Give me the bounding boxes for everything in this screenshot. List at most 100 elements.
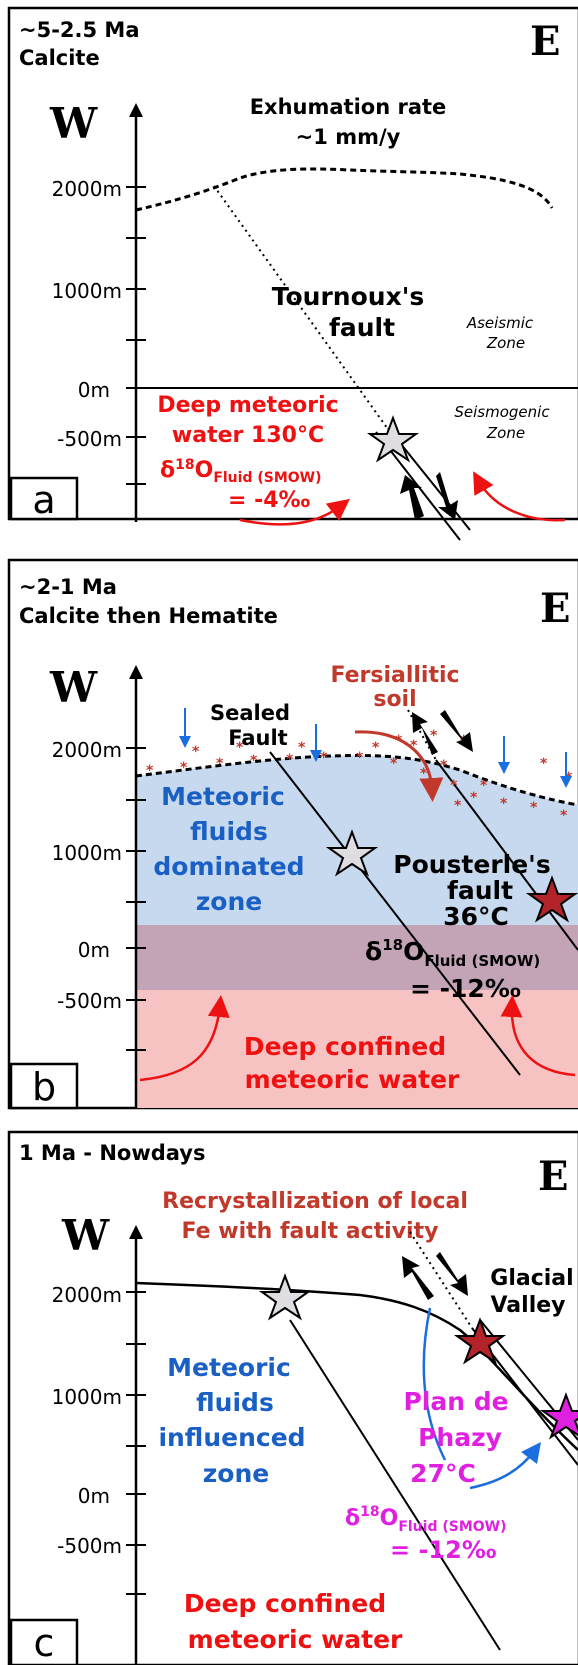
svg-text:*: *: [236, 740, 244, 756]
panel-c-downflow-arrow: [422, 1307, 447, 1461]
panel-c-deep-2: meteoric water: [188, 1625, 403, 1654]
panel-a-west-label: W: [49, 99, 98, 148]
panel-b-pousterle-1: Pousterle's: [393, 850, 550, 879]
panel-a-deep-water-2: water 130°C: [172, 423, 324, 448]
panel-c-label: c: [34, 1621, 55, 1665]
panel-c-axis-ticks: [126, 1291, 146, 1595]
panel-c-down-arrow-icon: [436, 1252, 468, 1296]
panel-a-seismogenic-1: Seismogenic: [454, 403, 550, 421]
panel-a-right-flow-arrow: [473, 471, 566, 522]
panel-b-pousterle-2: fault: [447, 876, 513, 905]
panel-b-delta-label: δ18OFluid (SMOW): [365, 936, 540, 970]
panel-c-surface-line: [135, 1281, 578, 1451]
svg-text:*: *: [320, 750, 328, 766]
panel-b-right-flow-arrow: [500, 995, 576, 1077]
panel-b-label-box: [9, 1062, 79, 1110]
panel-c-period: 1 Ma - Nowdays: [19, 1141, 205, 1165]
panel-c-west-label: W: [61, 1211, 110, 1260]
panel-a-aseismic-2: Zone: [486, 334, 525, 352]
panel-a-left-flow-arrow: [239, 498, 350, 526]
panel-a-mineral: Calcite: [19, 46, 100, 70]
panel-c-meteoric-1: Meteoric: [167, 1353, 291, 1382]
panel-b-mixed-zone: [136, 925, 578, 990]
svg-text:*: *: [390, 756, 398, 772]
panel-c-magenta-star-icon: [539, 1392, 578, 1440]
panel-b-soil-label-1: Fersiallitic: [330, 663, 459, 688]
svg-text:*: *: [286, 752, 294, 768]
panel-b-sealed-fault-line: [269, 751, 521, 1076]
panel-a-tournoux-fault-shallow: [213, 185, 391, 433]
panel-b-up-arrow-icon: [412, 712, 438, 755]
svg-text:*: *: [440, 758, 448, 774]
svg-text:*: *: [450, 778, 458, 794]
panel-b-y-2000: 2000m: [52, 738, 122, 762]
panel-a: ~5-2.5 Ma Calcite E W 2000m 1000m 0m -50…: [7, 6, 578, 541]
panel-c-fault-dotted: [409, 1231, 473, 1329]
panel-c-upflow-arrow: [469, 1442, 542, 1490]
svg-text:*: *: [454, 798, 462, 814]
svg-text:*: *: [540, 756, 548, 772]
panel-b-grey-star-icon: [325, 829, 379, 877]
panel-a-delta-value: = -4‰: [228, 488, 311, 513]
panel-a-east-label: E: [530, 18, 561, 65]
panel-a-up-arrow-icon: [400, 475, 424, 520]
panel-b-delta-value: = -12‰: [410, 974, 521, 1003]
panel-c-plan-1: Plan de: [403, 1387, 508, 1416]
panel-c-plan-3: 27°C: [410, 1459, 476, 1488]
panel-c: 1 Ma - Nowdays E W Recrystallization of …: [7, 1130, 578, 1665]
panel-b-surface-line: [135, 754, 578, 807]
panel-b-meteoric-1: Meteoric: [161, 782, 285, 811]
svg-text:*: *: [470, 790, 478, 806]
panel-b-pousterle-3: 36°C: [443, 902, 509, 931]
svg-text:*: *: [530, 800, 538, 816]
panel-b-meteoric-3: dominated: [153, 852, 304, 881]
panel-b-y-1000: 1000m: [52, 841, 122, 865]
panel-c-main-fault-line: [289, 1319, 501, 1651]
panel-c-recrystallization-1: Recrystallization of local: [162, 1189, 468, 1214]
svg-text:*: *: [430, 728, 438, 744]
panel-b-axis-ticks: [126, 747, 146, 1051]
panel-b-deep-1: Deep confined: [244, 1032, 446, 1061]
panel-a-star-icon: [366, 415, 420, 463]
panel-c-east-label: E: [538, 1153, 569, 1200]
panel-b-sealed-2: Fault: [228, 726, 287, 750]
panel-a-y-2000: 2000m: [52, 177, 122, 201]
panel-a-delta-label: δ18OFluid (SMOW): [160, 457, 322, 486]
panel-b-meteoric-zone: [136, 755, 578, 925]
panel-b-pousterle-fault-line: [435, 759, 578, 951]
panel-a-y-0: 0m: [78, 378, 110, 402]
svg-text:*: *: [298, 740, 306, 756]
panel-a-down-arrow-icon: [436, 472, 458, 520]
panel-c-meteoric-4: zone: [203, 1459, 269, 1488]
panel-b-y-0: 0m: [78, 938, 110, 962]
panel-a-seismogenic-2: Zone: [486, 424, 525, 442]
panel-a-fault-name-1: Tournoux's: [272, 282, 424, 311]
panel-b-soil-arrow: [354, 730, 444, 802]
panel-b-meteoric-2: fluids: [190, 817, 268, 846]
panel-a-y-500: -500m: [57, 427, 122, 451]
panel-b-label: b: [32, 1065, 56, 1109]
svg-text:*: *: [410, 738, 418, 754]
panel-b-y-500: -500m: [57, 989, 122, 1013]
panel-a-period: ~5-2.5 Ma: [19, 18, 140, 42]
svg-text:*: *: [420, 766, 428, 782]
panel-b-meteoric-4: zone: [196, 887, 262, 916]
svg-text:*: *: [216, 756, 224, 772]
panel-c-y-2000: 2000m: [52, 1283, 122, 1307]
panel-c-y-0: 0m: [78, 1484, 110, 1508]
panel-a-label: a: [32, 478, 55, 522]
svg-text:*: *: [500, 796, 508, 812]
panel-b-deep-2: meteoric water: [245, 1065, 460, 1094]
panel-a-surface-line: [135, 167, 554, 212]
panel-c-delta-label: δ18OFluid (SMOW): [345, 1504, 507, 1535]
panel-b-mineral: Calcite then Hematite: [19, 604, 278, 628]
panel-c-recrystallization-2: Fe with fault activity: [182, 1219, 439, 1244]
panel-c-glacial-2: Valley: [490, 1293, 565, 1318]
panel-c-glacial-1: Glacial: [490, 1266, 573, 1291]
svg-text:*: *: [180, 760, 188, 776]
panel-c-deep-1: Deep confined: [184, 1589, 386, 1618]
panel-c-y-500: -500m: [57, 1534, 122, 1558]
panel-b-soil-label-2: soil: [373, 687, 416, 712]
panel-a-label-box: [9, 476, 79, 521]
